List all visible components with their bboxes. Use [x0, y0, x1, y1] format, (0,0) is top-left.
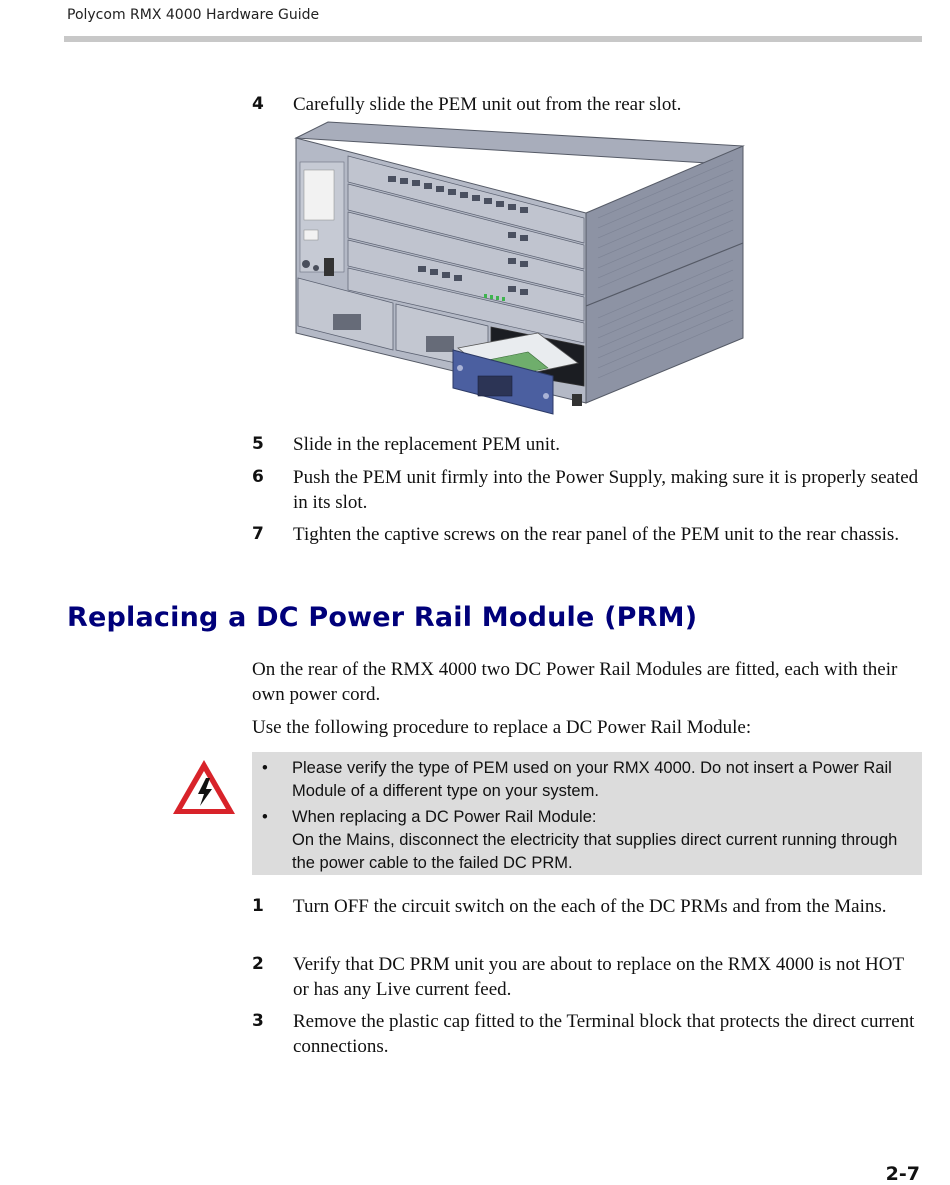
- step-text: Push the PEM unit firmly into the Power …: [293, 467, 919, 513]
- bullet: •: [262, 808, 268, 826]
- step-text: Tighten the captive screws on the rear p…: [293, 524, 900, 545]
- note-item: • Please verify the type of PEM used on …: [262, 757, 912, 803]
- step-text: Remove the plastic cap fitted to the Ter…: [293, 1011, 915, 1057]
- step-number: 4: [252, 94, 264, 114]
- step-number: 7: [252, 524, 264, 544]
- step-number: 2: [252, 954, 264, 974]
- warning-note-box: • Please verify the type of PEM used on …: [252, 752, 922, 875]
- step-number: 5: [252, 434, 264, 454]
- page-header: Polycom RMX 4000 Hardware Guide: [67, 7, 320, 23]
- note-item: • When replacing a DC Power Rail Module:: [262, 806, 912, 829]
- step-number: 6: [252, 467, 264, 487]
- rmx-chassis-illustration: [294, 121, 745, 415]
- section-heading: Replacing a DC Power Rail Module (PRM): [67, 602, 698, 633]
- header-rule: [64, 36, 922, 42]
- electrical-warning-icon: [173, 760, 235, 814]
- note-text: When replacing a DC Power Rail Module:: [292, 808, 597, 826]
- step-text: Slide in the replacement PEM unit.: [293, 434, 561, 455]
- intro-paragraph: On the rear of the RMX 4000 two DC Power…: [252, 659, 898, 705]
- step-number: 1: [252, 896, 264, 916]
- step-number: 3: [252, 1011, 264, 1031]
- step-text: Verify that DC PRM unit you are about to…: [293, 954, 904, 1000]
- note-text: Please verify the type of PEM used on yo…: [292, 759, 892, 800]
- bullet: •: [262, 759, 268, 777]
- step-text: Carefully slide the PEM unit out from th…: [293, 94, 682, 115]
- step-text: Turn OFF the circuit switch on the each …: [293, 896, 887, 917]
- note-subtext: On the Mains, disconnect the electricity…: [292, 831, 898, 872]
- page-number: 2-7: [885, 1163, 920, 1185]
- procedure-intro: Use the following procedure to replace a…: [252, 717, 752, 738]
